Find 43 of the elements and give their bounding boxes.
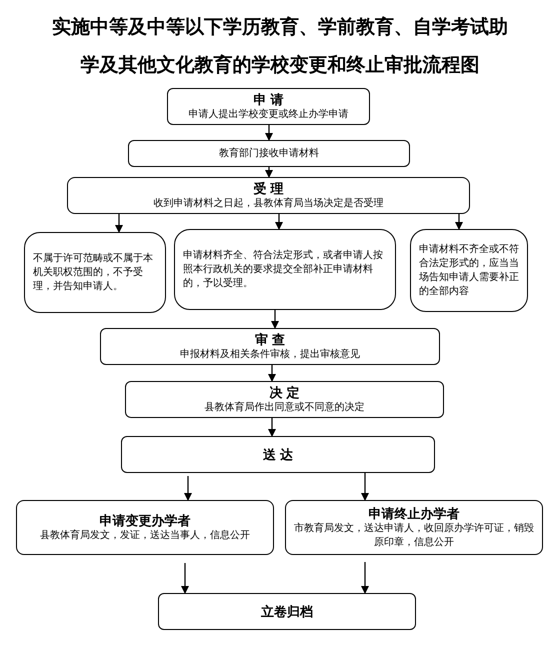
process-box <box>174 229 396 310</box>
arrow <box>115 214 123 233</box>
arrow <box>265 125 273 141</box>
step-title: 申请终止办学者 <box>368 506 460 522</box>
step-title: 申 请 <box>254 92 284 108</box>
step-description: 申报材料及相关条件审核，提出审核意见 <box>180 348 360 362</box>
arrow <box>455 214 463 230</box>
step-title: 送 达 <box>263 446 293 462</box>
process-box <box>100 328 440 365</box>
step-description: 申请材料齐全、符合法定形式，或者申请人按照本行政机关的要求提交全部补正申请材料的，予以受理。 <box>183 248 384 290</box>
process-box <box>285 500 543 555</box>
arrow <box>184 476 192 501</box>
step-description: 申请人提出学校变更或终止办学申请 <box>188 108 348 122</box>
process-box <box>128 140 410 167</box>
step-description: 教育部门接收申请材料 <box>219 146 319 160</box>
process-box <box>121 436 435 473</box>
process-box <box>410 229 528 312</box>
arrow <box>181 563 189 594</box>
arrow <box>268 418 276 437</box>
process-box <box>125 381 444 418</box>
process-box <box>16 500 274 555</box>
step-title: 立卷归档 <box>261 604 313 620</box>
step-description: 市教育局发文，送达申请人，收回原办学许可证，销毁原印章，信息公开 <box>294 522 534 550</box>
process-box <box>67 177 470 214</box>
process-box <box>167 88 370 125</box>
step-title: 审 查 <box>255 332 285 348</box>
step-description: 收到申请材料之日起，县教体育局当场决定是否受理 <box>154 196 384 210</box>
step-title: 决 定 <box>270 384 300 400</box>
arrow <box>361 562 369 594</box>
process-box <box>158 593 416 630</box>
step-description: 县教体育局发文，发证，送达当事人，信息公开 <box>40 528 250 542</box>
step-title: 申请变更办学者 <box>100 512 190 528</box>
arrow <box>275 214 283 230</box>
arrow <box>361 473 369 501</box>
arrow <box>271 310 279 329</box>
title: 实施中等及中等以下学历教育、学前教育、自学考试助学及其他文化教育的学校变更和终止审批流程图 <box>51 15 509 78</box>
process-box <box>24 232 166 313</box>
step-description: 申请材料不齐全或不符合法定形式的，应当当场告知申请人需要补正的全部内容 <box>419 242 519 298</box>
arrow <box>265 167 273 178</box>
arrow <box>268 365 276 382</box>
step-description: 不属于许可范畴或不属于本机关职权范围的，不予受理，并告知申请人。 <box>33 252 154 294</box>
step-description: 县教体育局作出同意或不同意的决定 <box>204 400 364 414</box>
step-title: 受 理 <box>254 180 284 196</box>
